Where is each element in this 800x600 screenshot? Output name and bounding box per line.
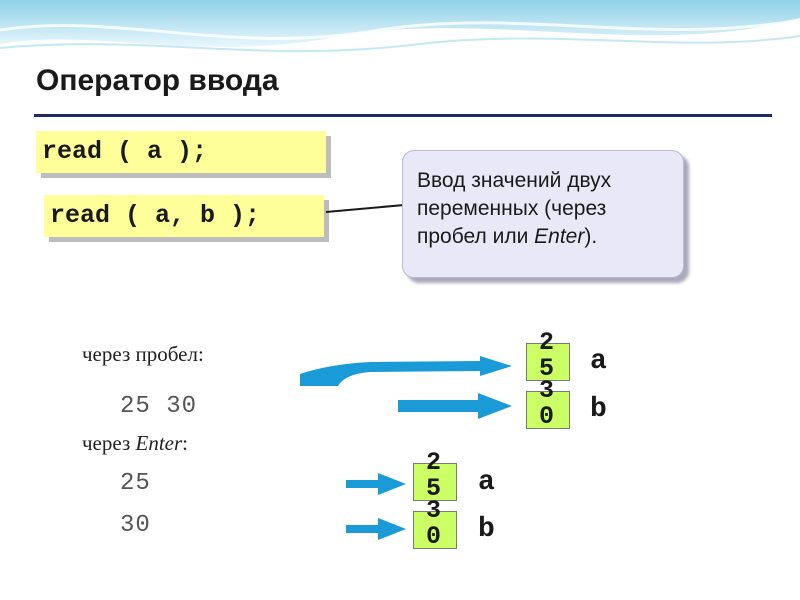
arrow-right-icon: [398, 393, 512, 419]
input-enter-line2: 30: [120, 512, 151, 539]
callout-enter-word: Enter: [534, 225, 585, 248]
label-enter-suffix: :: [182, 431, 189, 455]
label-enter-prefix: через: [82, 431, 136, 455]
var-cell-b-enter: 30: [413, 498, 457, 550]
input-space-values: 25 30: [120, 393, 198, 420]
label-enter-word: Enter: [135, 431, 183, 455]
callout-line3-end: ).: [584, 225, 598, 248]
var-cell-b-space: 30: [526, 378, 570, 430]
callout-line3: пробел или Enter).: [417, 223, 669, 251]
var-a-value: 25: [426, 448, 442, 503]
callout-note: Ввод значений двух переменных (через про…: [402, 150, 684, 278]
code-read-two-vars: read ( a, b );: [44, 195, 324, 237]
var-b-name: b: [478, 514, 495, 545]
label-enter-example: через Enter:: [82, 431, 188, 456]
arrow-right-icon: [346, 518, 406, 540]
var-a-name: a: [590, 346, 607, 377]
page-title: Оператор ввода: [36, 64, 279, 97]
arrow-right-icon: [346, 473, 406, 495]
var-b-value: 30: [539, 376, 555, 431]
var-a-name: a: [478, 467, 495, 498]
input-enter-line1: 25: [120, 470, 151, 497]
code-read-one-var: read ( a );: [36, 131, 326, 173]
title-underline: [34, 114, 772, 117]
var-b-value: 30: [426, 496, 442, 551]
callout-line1: Ввод значений двух: [417, 169, 612, 192]
var-b-name: b: [590, 394, 607, 425]
callout-line2: переменных (через: [417, 197, 607, 220]
var-cell-a-enter: 25: [413, 450, 457, 502]
label-space-example: через пробел:: [82, 342, 204, 366]
var-a-value: 25: [539, 328, 555, 383]
var-cell-a-space: 25: [526, 330, 570, 382]
header-wave-decoration: [0, 0, 800, 70]
callout-line3-start: пробел или: [417, 225, 535, 248]
curved-arrow-icon: [300, 356, 512, 386]
